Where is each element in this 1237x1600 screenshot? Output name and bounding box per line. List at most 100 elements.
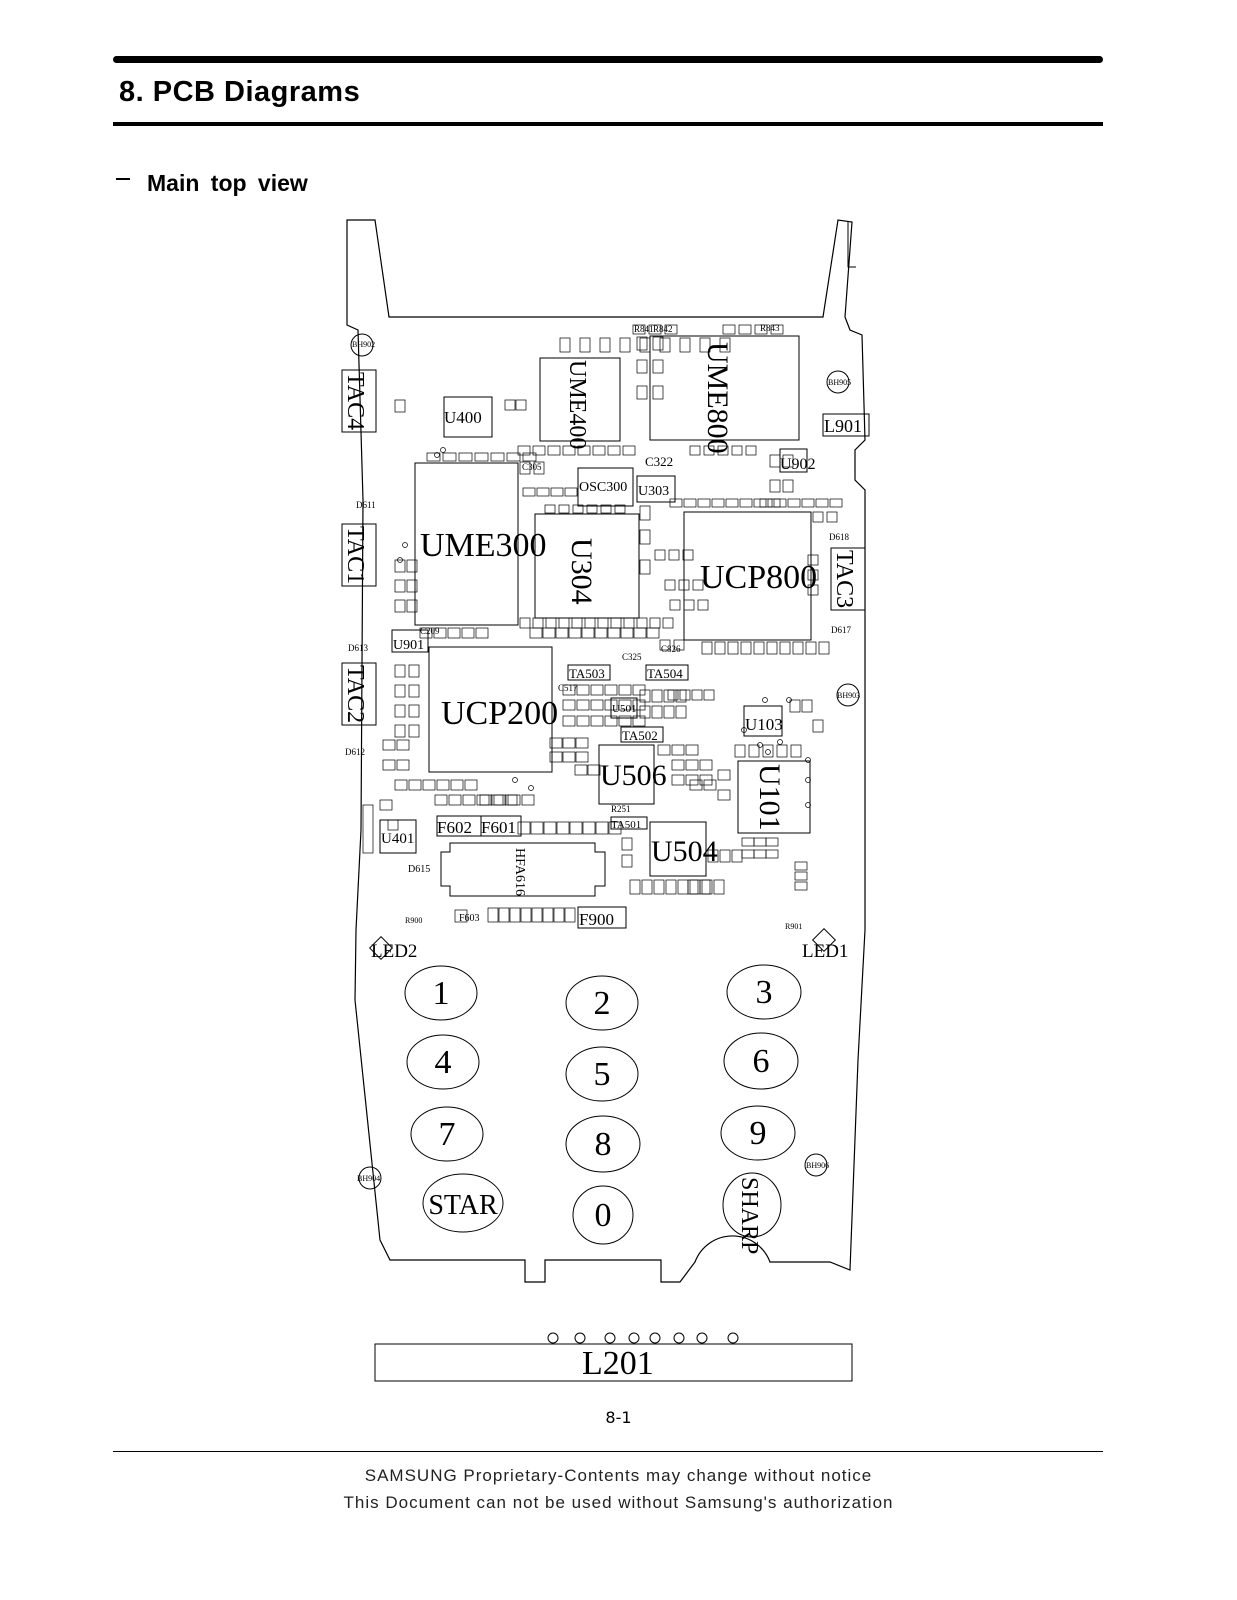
ref-r900: R900 <box>405 916 422 925</box>
passive-component <box>707 849 719 863</box>
via-hole <box>397 557 403 563</box>
passive-component <box>654 549 666 561</box>
chip-label-ume800: UME800 <box>701 342 734 454</box>
key-3-label: 3 <box>756 974 773 1011</box>
passive-component <box>619 337 631 353</box>
key-3-outline <box>726 964 802 1020</box>
chip-label-f602: F602 <box>437 818 472 837</box>
key-4-label: 4 <box>435 1044 452 1081</box>
passive-component <box>725 498 739 508</box>
ref-c826: C826 <box>661 644 681 654</box>
passive-component <box>522 487 536 497</box>
passive-component <box>753 641 765 655</box>
passive-component <box>396 759 410 771</box>
passive-component <box>549 737 563 749</box>
passive-component <box>829 498 843 508</box>
page-number: 8-1 <box>605 1408 632 1427</box>
dash-icon <box>116 177 130 180</box>
passive-component <box>479 794 493 806</box>
passive-component <box>498 907 510 923</box>
passive-component <box>562 751 576 763</box>
passive-component <box>533 461 545 475</box>
passive-component <box>434 794 448 806</box>
passive-component <box>519 461 531 475</box>
ref-d617: D617 <box>831 625 851 635</box>
via-hole <box>434 452 440 458</box>
passive-component <box>779 641 791 655</box>
passive-component <box>659 337 671 353</box>
passive-component <box>490 452 505 462</box>
passive-component <box>714 641 726 655</box>
ref-d613: D613 <box>348 643 368 653</box>
bh905-label: BH905 <box>828 378 851 387</box>
chip-u902 <box>779 448 808 473</box>
passive-component <box>636 617 648 629</box>
subsection-title: Main top view <box>147 170 308 196</box>
key-8-label: 8 <box>595 1126 612 1163</box>
passive-component <box>408 779 422 791</box>
passive-component <box>699 759 713 771</box>
key-9-outline <box>720 1105 796 1161</box>
chip-ume800 <box>649 335 800 441</box>
passive-component <box>745 445 757 456</box>
chip-label-u501: U501 <box>612 703 636 715</box>
ref-c322: C322 <box>645 454 673 469</box>
passive-component <box>450 779 464 791</box>
passive-component <box>394 579 406 593</box>
passive-component <box>652 336 664 351</box>
passive-component <box>408 704 420 718</box>
passive-component <box>394 559 406 573</box>
passive-component <box>474 452 489 462</box>
passive-component <box>555 627 569 639</box>
passive-component <box>575 751 589 763</box>
passive-component <box>547 445 561 456</box>
passive-component <box>787 498 801 508</box>
passive-component <box>379 799 393 811</box>
passive-component <box>576 699 590 711</box>
passive-component <box>521 794 535 806</box>
passive-component <box>531 907 543 923</box>
passive-component <box>568 627 582 639</box>
passive-component <box>607 445 621 456</box>
passive-component <box>673 639 685 651</box>
passive-component <box>394 664 406 678</box>
passive-component <box>697 599 709 611</box>
passive-component <box>562 737 576 749</box>
connector-pin <box>604 1332 616 1344</box>
passive-component <box>807 554 819 566</box>
chip-label-u902: U902 <box>780 456 816 473</box>
chip-label-ume300: UME300 <box>420 527 547 564</box>
led2-label: LED2 <box>371 941 417 962</box>
passive-component <box>542 627 556 639</box>
passive-component <box>794 871 808 881</box>
footer-rule <box>113 1451 1103 1452</box>
passive-component <box>753 837 767 847</box>
passive-component <box>396 739 410 751</box>
chip-u400 <box>443 396 493 438</box>
passive-component <box>782 454 794 468</box>
passive-component <box>542 907 554 923</box>
passive-component <box>590 715 604 727</box>
passive-component <box>394 704 406 718</box>
passive-component <box>618 699 632 711</box>
ref-d618: D618 <box>829 532 849 542</box>
passive-component <box>794 881 808 891</box>
passive-component <box>564 487 578 497</box>
passive-component <box>765 849 779 859</box>
passive-component <box>607 627 621 639</box>
passive-component <box>663 705 675 719</box>
passive-component <box>699 879 711 895</box>
passive-component <box>801 498 815 508</box>
passive-component <box>701 641 713 655</box>
passive-component <box>731 445 743 456</box>
passive-component <box>731 849 743 863</box>
passive-component <box>812 719 824 733</box>
key-6-outline <box>723 1032 799 1090</box>
passive-component <box>590 684 604 696</box>
passive-component <box>621 837 633 851</box>
passive-component <box>529 627 543 639</box>
section-title: 8. PCB Diagrams <box>119 76 361 108</box>
passive-component <box>442 452 457 462</box>
passive-component <box>738 324 752 335</box>
